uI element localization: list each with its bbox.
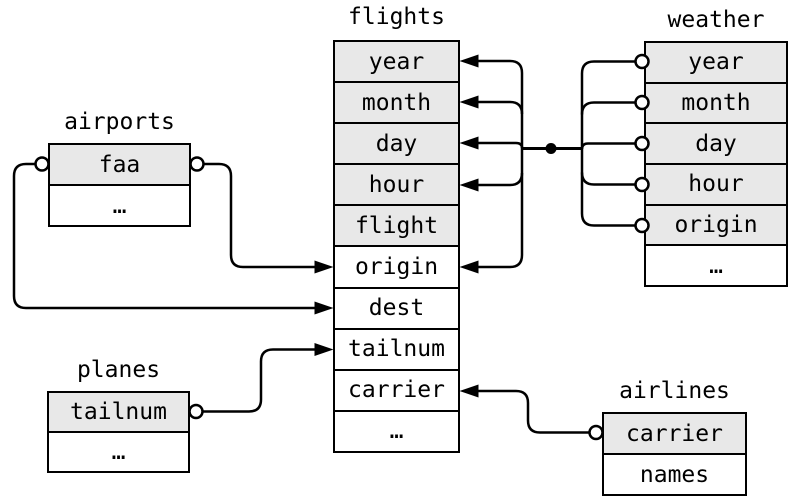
arrowhead-origin-from-airports (314, 260, 334, 274)
arrowhead-carrier-from-airlines (459, 384, 479, 398)
weather-row-year: year (646, 43, 786, 84)
flights-row-origin: origin (335, 247, 458, 289)
weather-table: year month day hour origin … (644, 41, 788, 287)
weather-row-origin: origin (646, 205, 786, 247)
airports-row-ellipsis: … (50, 186, 189, 225)
weather-hour-branch (580, 172, 636, 186)
weather-table-title: weather (667, 7, 765, 33)
arrowhead-tailnum-from-planes (314, 343, 334, 356)
flights-row-day: day (335, 124, 458, 166)
planes-table: tailnum … (47, 391, 190, 473)
flights-row-hour: hour (335, 165, 458, 207)
connector-planes-tailnum (202, 343, 334, 413)
flights-row-tailnum: tailnum (335, 329, 458, 371)
airports-row-faa: faa (50, 145, 189, 186)
flights-day-branch (477, 141, 524, 149)
flights-year-origin-branch (477, 59, 524, 269)
flights-row-flight: flight (335, 206, 458, 248)
arrowhead-flights-day (459, 136, 479, 150)
flights-row-year: year (335, 42, 458, 84)
weather-row-month: month (646, 83, 786, 125)
junction-dot (545, 143, 557, 154)
weather-month-branch (580, 101, 636, 115)
arrowhead-flights-month (459, 95, 479, 109)
connector-airlines-carrier (459, 384, 590, 434)
airports-table-title: airports (64, 109, 175, 135)
flights-row-carrier: carrier (335, 370, 458, 412)
airports-table: faa … (48, 143, 191, 227)
flights-hour-branch (477, 172, 524, 187)
airlines-row-carrier: carrier (604, 414, 745, 455)
arrowhead-flights-year (459, 54, 479, 68)
connector-junction-to-flights (459, 54, 524, 274)
junction-link (522, 143, 582, 154)
planes-table-title: planes (76, 357, 161, 383)
weather-row-hour: hour (646, 165, 786, 206)
weather-row-day: day (646, 124, 786, 166)
connector-airports-origin (203, 162, 334, 274)
airlines-table: carrier names (602, 412, 747, 496)
airlines-carrier-port-circle (588, 424, 604, 441)
airports-faa-right-port-circle (189, 156, 205, 172)
planes-row-ellipsis: … (49, 433, 188, 471)
airlines-table-title: airlines (619, 378, 730, 404)
airports-faa-left-port-circle (34, 156, 50, 172)
flights-row-dest: dest (335, 288, 458, 330)
connector-weather-to-junction (580, 60, 636, 227)
planes-tailnum-port-circle (188, 403, 204, 420)
flights-row-ellipsis: … (335, 411, 458, 451)
airlines-row-names: names (604, 455, 745, 494)
flights-month-branch (477, 100, 524, 115)
weather-day-branch (580, 142, 636, 150)
arrowhead-flights-hour (459, 178, 479, 192)
planes-row-tailnum: tailnum (49, 393, 188, 433)
flights-table: year month day hour flight origin dest t… (333, 40, 460, 453)
weather-year-origin-branch (580, 60, 636, 227)
arrowhead-flights-origin (459, 260, 479, 274)
flights-table-title: flights (348, 4, 445, 30)
weather-row-ellipsis: … (646, 246, 786, 286)
flights-row-month: month (335, 83, 458, 125)
arrowhead-dest-from-airports (314, 301, 334, 315)
